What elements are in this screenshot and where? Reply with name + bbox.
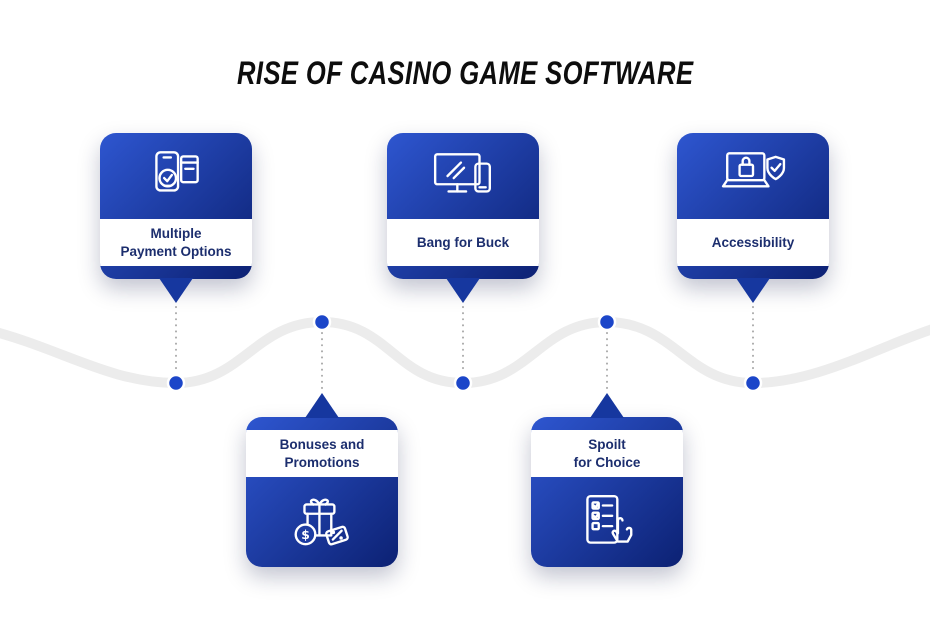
payment-devices-icon-svg	[155, 151, 199, 192]
node-accessibility: Accessibility	[677, 133, 829, 303]
card-header-strip	[531, 417, 683, 430]
card-accessibility: Accessibility	[677, 133, 829, 279]
card-bang-for-buck: Bang for Buck	[387, 133, 539, 279]
timeline-dot	[743, 373, 763, 393]
card-label: Bonuses and Promotions	[246, 430, 398, 477]
checklist-hand-icon-svg	[586, 495, 633, 544]
timeline-dot	[597, 312, 617, 332]
pointer-up	[305, 393, 339, 418]
card-spoilt-for-choice: Spoilt for Choice	[531, 417, 683, 567]
pointer-down	[446, 278, 480, 303]
timeline-dots	[166, 312, 763, 393]
card-label-line2: Promotions	[284, 454, 360, 470]
checklist-hand-icon	[531, 477, 683, 567]
monitor-phone-icon-svg	[433, 153, 491, 193]
card-label-line1: Spoilt	[588, 436, 626, 452]
gift-discount-icon-svg: $	[294, 498, 349, 546]
timeline-dot	[453, 373, 473, 393]
payment-devices-icon	[100, 133, 252, 219]
card-header-strip	[246, 417, 398, 430]
card-label: Bang for Buck	[387, 219, 539, 266]
card-bonuses-and-promotions: Bonuses and Promotions $	[246, 417, 398, 567]
card-footer-strip	[387, 266, 539, 279]
card-label: Multiple Payment Options	[100, 219, 252, 266]
card-footer-strip	[100, 266, 252, 279]
card-label-line2: Payment Options	[120, 243, 232, 259]
svg-text:$: $	[301, 528, 310, 542]
card-label-line1: Multiple	[150, 225, 202, 241]
card-label-line1: Accessibility	[711, 234, 795, 250]
card-label-line2: for Choice	[573, 454, 641, 470]
card-label: Spoilt for Choice	[531, 430, 683, 477]
timeline-dot	[312, 312, 332, 332]
timeline-dot	[166, 373, 186, 393]
card-label-line1: Bang for Buck	[416, 234, 510, 250]
card-label-line1: Bonuses and	[279, 436, 365, 452]
card-label: Accessibility	[677, 219, 829, 266]
secure-laptop-shield-icon	[677, 133, 829, 219]
card-footer-strip	[677, 266, 829, 279]
card-multiple-payment-options: Multiple Payment Options	[100, 133, 252, 279]
gift-discount-icon: $	[246, 477, 398, 567]
monitor-phone-icon	[387, 133, 539, 219]
node-multiple-payment-options: Multiple Payment Options	[100, 133, 252, 303]
pointer-down	[736, 278, 770, 303]
node-bang-for-buck: Bang for Buck	[387, 133, 539, 303]
connector-lines	[175, 306, 754, 392]
page-title: RISE OF CASINO GAME SOFTWARE	[236, 55, 694, 92]
node-bonuses-and-promotions: Bonuses and Promotions $	[246, 393, 398, 567]
secure-laptop-shield-icon-svg	[721, 152, 786, 188]
title-wrap: RISE OF CASINO GAME SOFTWARE	[0, 34, 930, 114]
pointer-up	[590, 393, 624, 418]
pointer-down	[159, 278, 193, 303]
timeline-wave	[0, 316, 930, 389]
node-spoilt-for-choice: Spoilt for Choice	[531, 393, 683, 567]
